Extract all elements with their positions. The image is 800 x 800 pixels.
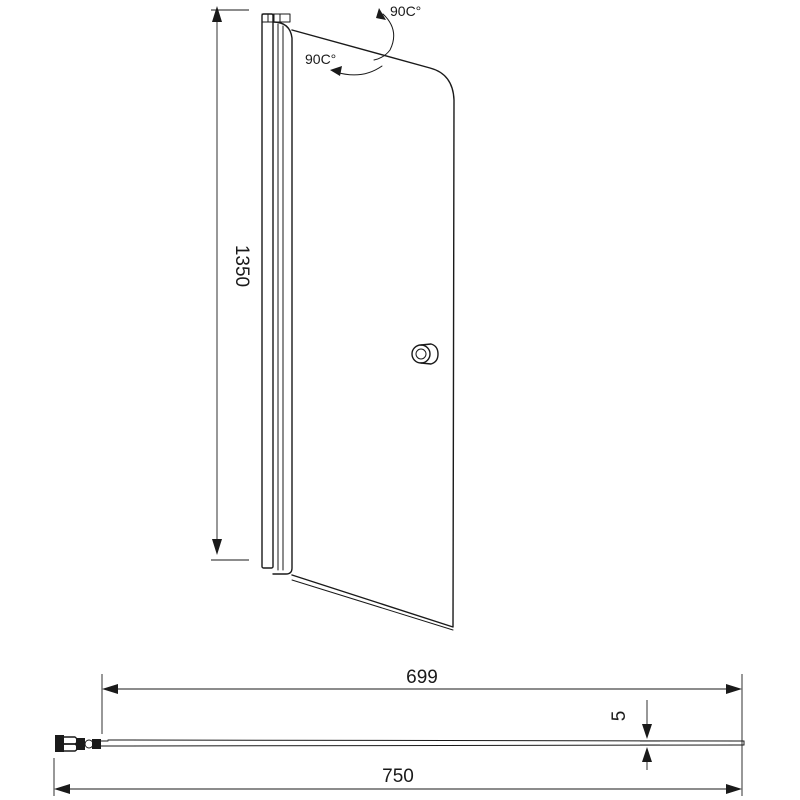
plan-view: 699 5 — [53, 667, 745, 796]
hinge-profile — [261, 13, 293, 575]
elevation-view: 1350 90C° 90C° — [211, 3, 455, 631]
rotation-label-lower: 90C° — [305, 51, 336, 67]
bottom-seal — [291, 579, 454, 631]
thickness-dimension: 5 — [609, 700, 660, 770]
glass-panel-outline — [291, 29, 455, 628]
height-dimension-label: 1350 — [231, 245, 252, 287]
rotation-indicator-lower: 90C° — [305, 51, 383, 76]
hinge-plan-icon — [55, 735, 109, 752]
width-bottom-label: 750 — [382, 766, 414, 787]
rotation-label-upper: 90C° — [390, 3, 421, 19]
width-top-label: 699 — [406, 667, 438, 688]
door-knob-icon — [411, 343, 439, 365]
rotation-indicator-upper: 90C° — [373, 3, 421, 61]
width-top-dimension: 699 — [102, 667, 742, 694]
width-bottom-dimension: 750 — [54, 766, 742, 794]
glass-panel-plan — [107, 739, 745, 747]
height-dimension: 1350 — [211, 6, 252, 561]
thickness-label: 5 — [609, 711, 630, 722]
